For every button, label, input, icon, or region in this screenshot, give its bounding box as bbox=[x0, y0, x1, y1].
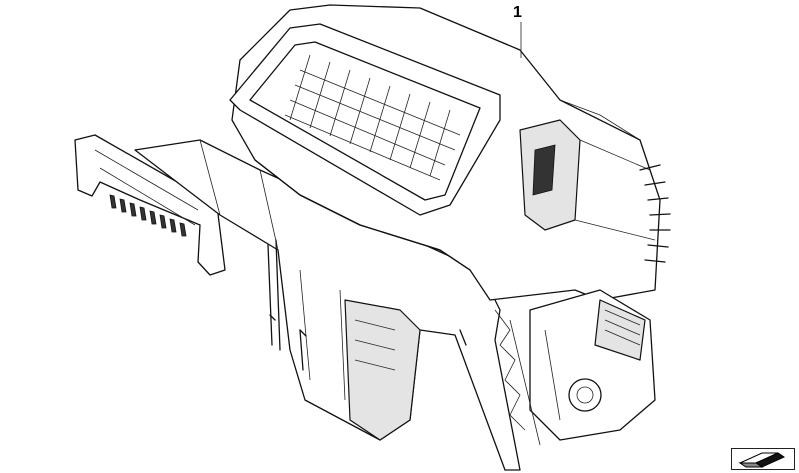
navigation-arrow-icon bbox=[738, 452, 786, 468]
duct-vent-slots bbox=[109, 194, 187, 237]
right-edge-teeth bbox=[639, 164, 671, 263]
heater-housing-illustration bbox=[74, 4, 671, 471]
callout-label: 1 bbox=[513, 4, 522, 21]
filter-mesh bbox=[284, 54, 461, 181]
navigation-button[interactable] bbox=[731, 448, 795, 470]
